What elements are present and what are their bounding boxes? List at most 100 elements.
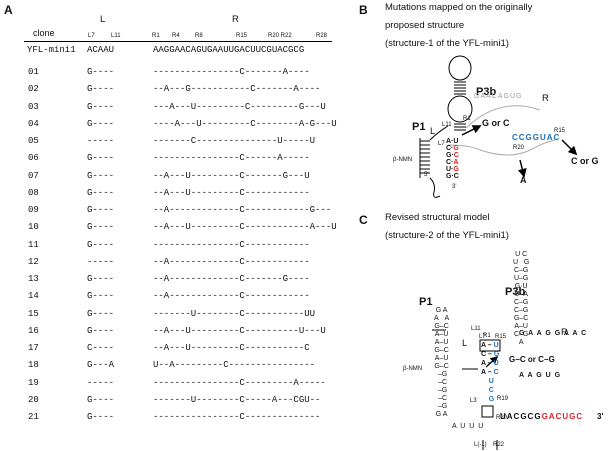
clone-id: 20 (28, 395, 39, 405)
panel-b-title-1: Mutations mapped on the originally (385, 2, 533, 13)
clone-id: 10 (28, 222, 39, 232)
b-5prime: 5' (424, 172, 429, 178)
clone-R-seq: --A---U---------C------------ (153, 188, 310, 198)
c-gc-mut: G−C or C−G (509, 355, 555, 364)
c-r19-label: R19 (497, 396, 509, 402)
c-tail: UACGCGGACUGC (500, 412, 583, 421)
clone-L-seq: ----- (87, 378, 115, 388)
clone-L-seq: G---- (87, 274, 115, 284)
pos-L7: L7 (88, 33, 95, 39)
clone-R-seq: ----------------C------A----- (153, 153, 310, 163)
b-p1-label: P1 (412, 121, 426, 133)
c-tail-black: UACGCG (500, 412, 542, 421)
clone-R-seq: --A---U---------C------------A---U (153, 222, 337, 232)
clone-id: 04 (28, 119, 39, 129)
clone-id: 11 (28, 240, 39, 250)
b-bnmn: β-NMN (393, 157, 413, 163)
b-l7-label: L7 (438, 141, 445, 147)
clone-L-seq: G---A (87, 360, 115, 370)
clone-id: 09 (28, 205, 39, 215)
clone-R-seq: --A-------------C-------G---- (153, 274, 310, 284)
pos-R1: R1 (152, 33, 160, 39)
c-r20-label: R20 (496, 415, 508, 421)
b-arrow-r15 (561, 139, 578, 156)
clone-id: 03 (28, 102, 39, 112)
clone-L-seq: G---- (87, 84, 115, 94)
c-r-bottom: A A G U G (519, 372, 562, 379)
clone-id: 16 (28, 326, 39, 336)
clone-L-seq: G---- (87, 412, 115, 422)
pos-R28: R28 (316, 33, 328, 39)
clone-id: 14 (28, 291, 39, 301)
b-p3b-stemloop (447, 55, 473, 131)
clone-R-seq: --A-------------C------------ (153, 291, 310, 301)
clone-R-seq: --A-------------C------------ (153, 257, 310, 267)
clone-id: 12 (28, 257, 39, 267)
clone-id: 21 (28, 412, 39, 422)
c-lm1-label: L(-1) (474, 442, 487, 448)
b-arrow-r20 (517, 159, 527, 178)
clone-id: 18 (28, 360, 39, 370)
clone-L-seq: G---- (87, 309, 115, 319)
clone-R-seq: U--A---------C---------------- (153, 360, 316, 370)
clone-id: 19 (28, 378, 39, 388)
panel-c-label: C (359, 213, 368, 227)
pos-L11: L11 (111, 33, 121, 39)
clone-L-seq: G---- (87, 102, 115, 112)
clone-id: 06 (28, 153, 39, 163)
pos-R8: R8 (195, 33, 203, 39)
clone-L-seq: G---- (87, 222, 115, 232)
table-rule (24, 41, 332, 42)
b-r-seq: CCGGUAC (512, 133, 561, 142)
clone-R-seq: ----------------C------------ (153, 240, 310, 250)
panel-a-label: A (4, 3, 13, 17)
c-r-loop: G A A G G A A C (519, 330, 588, 337)
clone-R-seq: --A---G-----------C-------A---- (153, 84, 321, 94)
clone-R-seq: ----------------C-------------- (153, 412, 321, 422)
clone-R-seq: --A---U---------C-----------C (153, 343, 310, 353)
clone-L-seq: G---- (87, 119, 115, 129)
c-box-a-u (479, 339, 501, 352)
clone-R-seq: --A---U---------C-------G---U (153, 171, 310, 181)
pos-R20-R22: R20 R22 (268, 33, 292, 39)
pos-R15: R15 (236, 33, 248, 39)
panel-b-title-2: proposed structure (385, 20, 465, 31)
panel-b-title-3: (structure-1 of the YFL-mini1) (385, 38, 509, 49)
c-bottom-u: A U U U (452, 423, 485, 430)
clone-R-seq: --A---U---------C----------U---U (153, 326, 326, 336)
clone-L-seq: G---- (87, 67, 115, 77)
clone-id: 17 (28, 343, 39, 353)
b-l-label: L (430, 126, 436, 137)
clone-id: 05 (28, 136, 39, 146)
b-p3b-label: P3b (476, 86, 497, 98)
c-r15-label: R15 (495, 334, 507, 340)
clone-id: 02 (28, 84, 39, 94)
clone-R-seq: -------U--------C-----------UU (153, 309, 316, 319)
c-l3-label: L3 (470, 398, 477, 404)
pos-R4: R4 (172, 33, 180, 39)
clone-L-seq: ----- (87, 136, 115, 146)
clone-L-seq: G---- (87, 205, 115, 215)
b-c-or-g: C or G (571, 156, 599, 166)
b-a-mut: A (520, 175, 527, 185)
clone-L-seq: C---- (87, 343, 115, 353)
clone-id: 01 (28, 67, 39, 77)
clone-L-seq: G---- (87, 188, 115, 198)
clone-id: 13 (28, 274, 39, 284)
b-g-or-c: G or C (482, 118, 510, 128)
c-3prime: 3' (597, 412, 604, 421)
clone-id: 08 (28, 188, 39, 198)
clone-R-seq: ----------------C-------A---- (153, 67, 310, 77)
c-r1-label: R1 (483, 333, 491, 339)
clone-id: 15 (28, 309, 39, 319)
panel-c-title-1: Revised structural model (385, 212, 490, 223)
panel-c-title-2: (structure-2 of the YFL-mini1) (385, 230, 509, 241)
b-r20-label: R20 (513, 145, 525, 151)
clone-L-seq: G---- (87, 171, 115, 181)
clone-R-seq: ----------------C---------A----- (153, 378, 326, 388)
panel-b-label: B (359, 3, 368, 17)
clone-R-seq: --A-------------C------------G--- (153, 205, 332, 215)
